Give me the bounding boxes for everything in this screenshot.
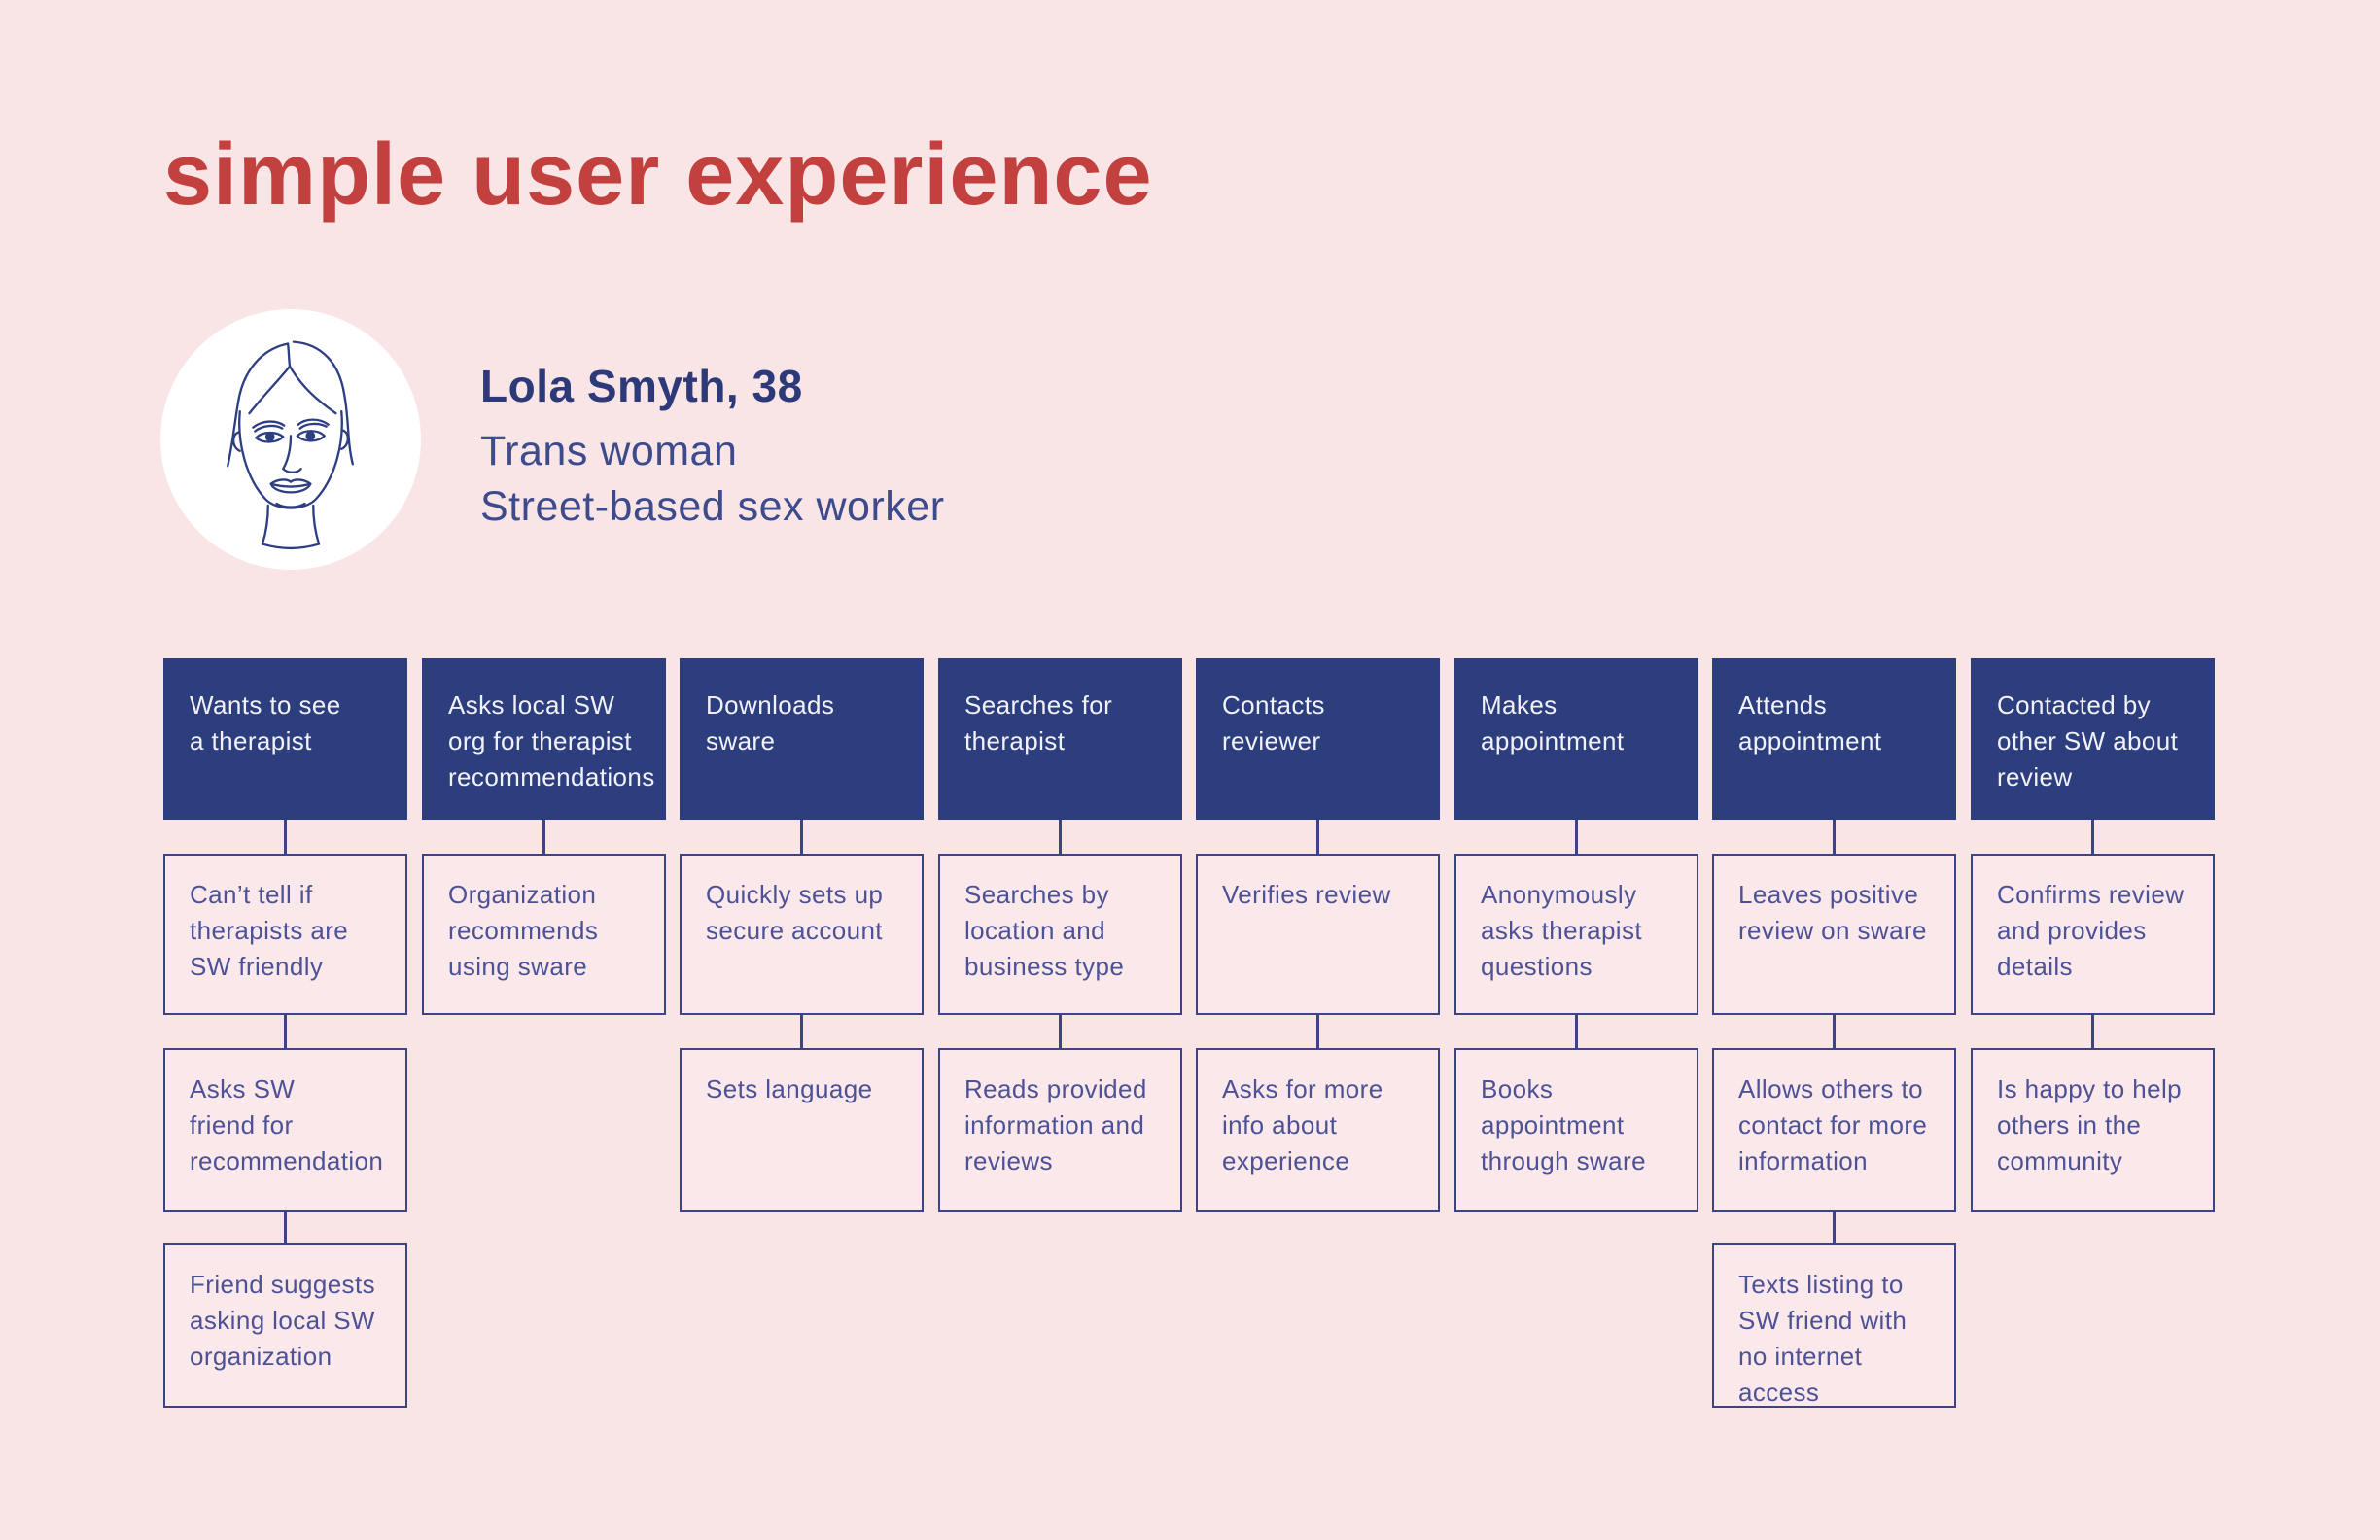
journey-column-6: Makes appointment Anonymously asks thera… <box>1454 658 1698 1212</box>
stage-box: Makes appointment <box>1454 658 1698 820</box>
step-box: Books appointment through sware <box>1454 1048 1698 1212</box>
step-box: Verifies review <box>1196 854 1440 1015</box>
journey-column-1: Wants to see a therapist Can’t tell if t… <box>163 658 407 1408</box>
stage-box: Wants to see a therapist <box>163 658 407 820</box>
stage-box: Downloads sware <box>680 658 924 820</box>
step-box: Friend suggests asking local SW organiza… <box>163 1243 407 1408</box>
connector-line <box>1316 1015 1319 1048</box>
connector-line <box>1833 1212 1836 1243</box>
connector-line <box>800 820 803 854</box>
step-box: Texts listing to SW friend with no inter… <box>1712 1243 1956 1408</box>
stage-box: Attends appointment <box>1712 658 1956 820</box>
journey-column-2: Asks local SW org for therapist recommen… <box>422 658 666 1015</box>
journey-column-7: Attends appointment Leaves positive revi… <box>1712 658 1956 1408</box>
stage-box: Searches for therapist <box>938 658 1182 820</box>
step-box: Reads provided information and reviews <box>938 1048 1182 1212</box>
connector-line <box>1059 1015 1062 1048</box>
step-box: Quickly sets up secure account <box>680 854 924 1015</box>
connector-line <box>2091 820 2094 854</box>
connector-line <box>1575 1015 1578 1048</box>
journey-column-5: Contacts reviewer Verifies review Asks f… <box>1196 658 1440 1212</box>
connector-line <box>1059 820 1062 854</box>
step-box: Anonymously asks therapist questions <box>1454 854 1698 1015</box>
connector-line <box>1833 1015 1836 1048</box>
stage-box: Contacted by other SW about review <box>1971 658 2215 820</box>
connector-line <box>542 820 545 854</box>
step-box: Searches by location and business type <box>938 854 1182 1015</box>
step-box: Asks SW friend for recommendation <box>163 1048 407 1212</box>
stage-box: Asks local SW org for therapist recommen… <box>422 658 666 820</box>
connector-line <box>1833 820 1836 854</box>
connector-line <box>284 1212 287 1243</box>
journey-column-3: Downloads sware Quickly sets up secure a… <box>680 658 924 1212</box>
step-box: Can’t tell if therapists are SW friendly <box>163 854 407 1015</box>
connector-line <box>1316 820 1319 854</box>
journey-column-4: Searches for therapist Searches by locat… <box>938 658 1182 1212</box>
step-box: Sets language <box>680 1048 924 1212</box>
connector-line <box>284 820 287 854</box>
journey-column-8: Contacted by other SW about review Confi… <box>1971 658 2215 1212</box>
step-box: Asks for more info about experience <box>1196 1048 1440 1212</box>
persona-attribute: Street-based sex worker <box>480 483 945 530</box>
woman-face-line-icon <box>195 323 386 557</box>
connector-line <box>284 1015 287 1048</box>
persona-card: Lola Smyth, 38 Trans woman Street-based … <box>480 362 945 535</box>
persona-name: Lola Smyth, 38 <box>480 361 803 411</box>
step-box: Confirms review and provides details <box>1971 854 2215 1015</box>
step-box: Allows others to contact for more inform… <box>1712 1048 1956 1212</box>
connector-line <box>800 1015 803 1048</box>
persona-attribute: Trans woman <box>480 428 738 474</box>
page-title: simple user experience <box>163 126 1153 224</box>
step-box: Organization recommends using sware <box>422 854 666 1015</box>
step-box: Leaves positive review on sware <box>1712 854 1956 1015</box>
connector-line <box>2091 1015 2094 1048</box>
avatar <box>160 309 421 570</box>
stage-box: Contacts reviewer <box>1196 658 1440 820</box>
connector-line <box>1575 820 1578 854</box>
step-box: Is happy to help others in the community <box>1971 1048 2215 1212</box>
